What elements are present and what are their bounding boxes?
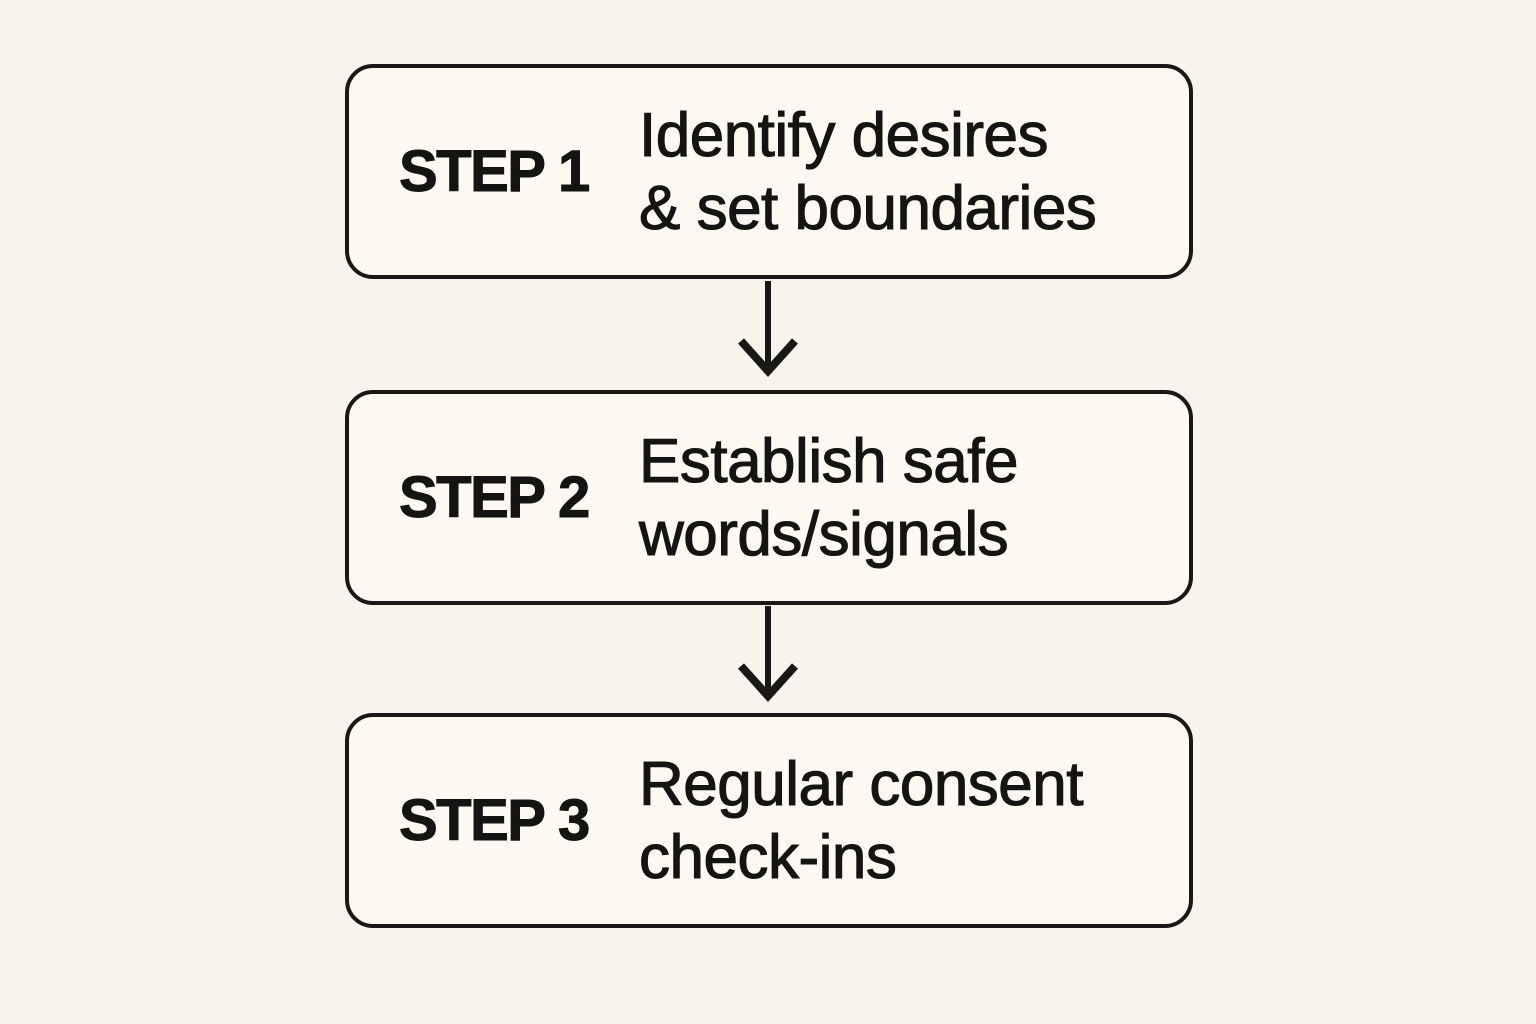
step-text-1: Identify desires & set boundaries (638, 99, 1097, 245)
flow-arrow-down-icon (733, 606, 803, 704)
step-text-line: & set boundaries (638, 173, 1097, 243)
step-label-2: STEP 2 (399, 465, 591, 531)
step-box-2: STEP 2 Establish safe words/signals (345, 390, 1193, 605)
step-text-line: Identify desires (638, 100, 1049, 170)
step-box-3: STEP 3 Regular consent check-ins (345, 713, 1193, 928)
step-text-line: Regular consent (638, 749, 1084, 819)
flow-arrow-down-icon (733, 281, 803, 379)
step-label-1: STEP 1 (399, 139, 591, 205)
step-text-line: Establish safe (638, 426, 1019, 496)
step-box-1: STEP 1 Identify desires & set boundaries (345, 64, 1193, 279)
step-label-3: STEP 3 (399, 788, 591, 854)
step-text-3: Regular consent check-ins (638, 748, 1084, 894)
step-text-line: check-ins (638, 822, 897, 892)
step-text-2: Establish safe words/signals (638, 425, 1019, 571)
step-text-line: words/signals (638, 499, 1009, 569)
